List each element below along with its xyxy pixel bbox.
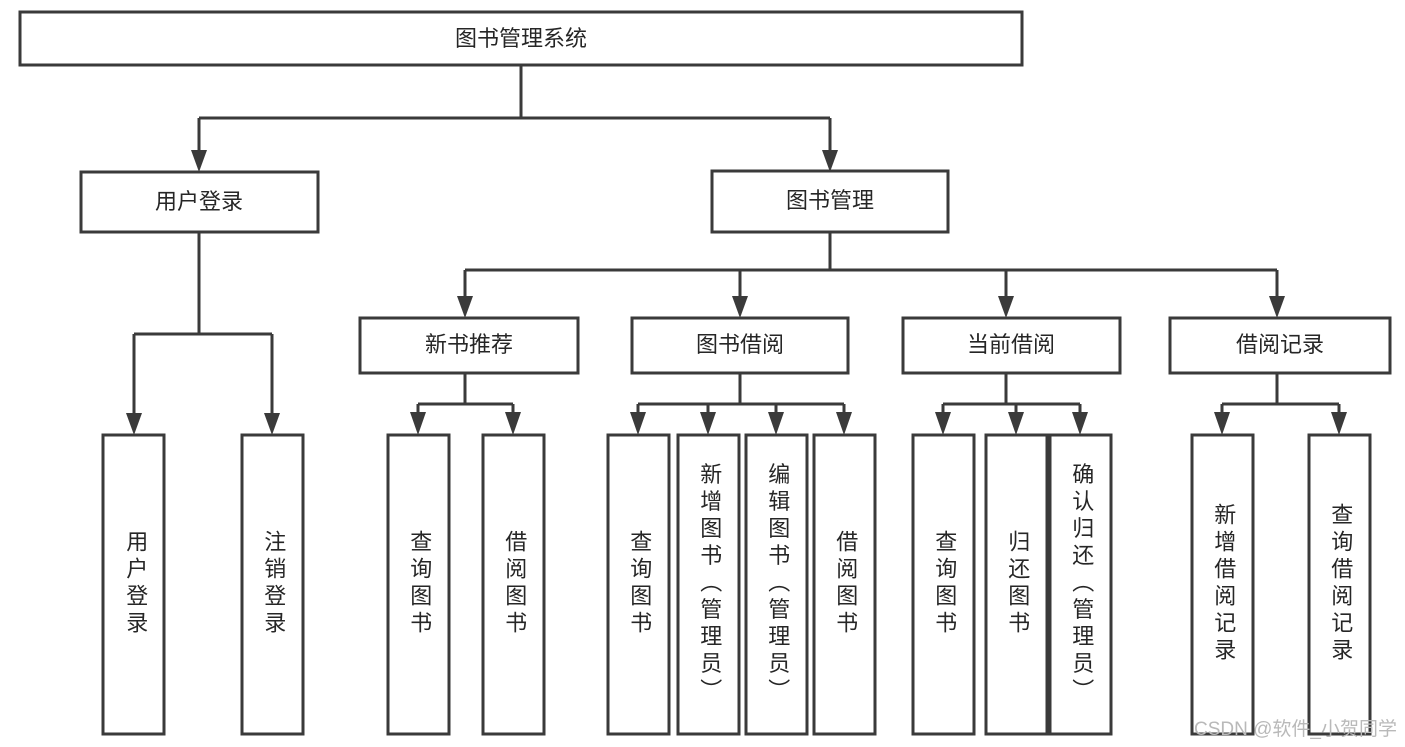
connector-group-book-management [457,232,1285,318]
node-leaf-query-book-3-label: 查询图书 [932,530,957,638]
node-borrow-record[interactable]: 借阅记录 [1168,316,1392,375]
connector-group-borrow-record [1214,373,1347,435]
node-leaf-add-borrow-record[interactable]: 新增借阅记录 [1190,433,1255,736]
node-book-borrow-box[interactable] [630,316,850,375]
arrowhead-leaf-logout-login [264,413,280,435]
node-book-management-label: 图书管理 [786,188,874,213]
arrowhead-current-borrow [998,296,1014,318]
node-leaf-query-borrow-record-label: 查询借阅记录 [1328,503,1353,665]
arrowhead-leaf-add-borrow-record [1214,412,1230,435]
node-leaf-query-book-2-label: 查询图书 [627,530,652,638]
arrowhead-leaf-query-book-1 [410,412,426,435]
node-borrow-record-label: 借阅记录 [1236,332,1324,357]
node-new-book-recommend-box[interactable] [358,316,580,375]
node-leaf-logout-login-box[interactable] [240,433,305,736]
arrowhead-leaf-confirm-return-admin [1072,412,1088,435]
node-leaf-logout-login-label: 注销登录 [261,530,286,638]
node-current-borrow-label: 当前借阅 [967,332,1055,357]
arrowhead-new-book-recommend [457,296,473,318]
node-leaf-query-book-2[interactable]: 查询图书 [606,433,671,736]
node-root-box[interactable] [18,10,1024,67]
arrowhead-leaf-return-book [1008,412,1024,435]
connector-group-book-borrow [630,373,852,435]
connector-group-new-book-recommend [410,373,521,435]
node-new-book-recommend-label: 新书推荐 [425,332,513,357]
node-leaf-edit-book-admin-label: 编辑图书（管理员） [765,463,790,706]
arrowhead-leaf-query-book-2 [630,412,646,435]
node-user-login[interactable]: 用户登录 [79,170,320,234]
node-leaf-borrow-book-2-label: 借阅图书 [833,530,858,638]
arrowhead-leaf-add-book-admin [700,412,716,435]
node-leaf-return-book[interactable]: 归还图书 [984,433,1049,736]
node-borrow-record-box[interactable] [1168,316,1392,375]
node-leaf-edit-book-admin[interactable]: 编辑图书（管理员） [744,433,809,736]
node-leaf-query-book-1-label: 查询图书 [407,530,432,638]
node-book-borrow[interactable]: 图书借阅 [630,316,850,375]
node-leaf-add-book-admin[interactable]: 新增图书（管理员） [676,433,741,736]
node-leaf-query-book-3[interactable]: 查询图书 [911,433,976,736]
node-leaf-return-book-box[interactable] [984,433,1049,736]
node-book-management-box[interactable] [710,169,950,234]
node-leaf-user-login[interactable]: 用户登录 [101,433,166,736]
connector-group-user-login [126,232,280,435]
arrowhead-leaf-query-borrow-record [1331,412,1347,435]
arrowhead-user-login [191,150,207,172]
node-leaf-add-book-admin-label: 新增图书（管理员） [697,463,722,706]
node-leaf-confirm-return-admin-box[interactable] [1048,433,1113,736]
node-user-login-box[interactable] [79,170,320,234]
connector-group-root [191,65,838,172]
node-leaf-borrow-book-2[interactable]: 借阅图书 [812,433,877,736]
arrowhead-leaf-query-book-3 [935,412,951,435]
node-leaf-user-login-box[interactable] [101,433,166,736]
node-root-label: 图书管理系统 [455,26,587,51]
arrowhead-leaf-borrow-book-2 [836,412,852,435]
arrowhead-leaf-edit-book-admin [768,412,784,435]
node-leaf-query-book-3-box[interactable] [911,433,976,736]
node-leaf-borrow-book-1-label: 借阅图书 [502,530,527,638]
node-current-borrow[interactable]: 当前借阅 [901,316,1122,375]
node-leaf-query-book-2-box[interactable] [606,433,671,736]
arrowhead-borrow-record [1269,296,1285,318]
node-leaf-borrow-book-1-box[interactable] [481,433,546,736]
node-current-borrow-box[interactable] [901,316,1122,375]
node-leaf-query-borrow-record-box[interactable] [1307,433,1372,736]
node-leaf-query-book-1-box[interactable] [386,433,451,736]
node-leaf-confirm-return-admin-label: 确认归还（管理员） [1069,463,1094,706]
node-root[interactable]: 图书管理系统 [18,10,1024,67]
node-leaf-add-borrow-record-box[interactable] [1190,433,1255,736]
node-book-borrow-label: 图书借阅 [696,332,784,357]
node-leaf-confirm-return-admin[interactable]: 确认归还（管理员） [1048,433,1113,736]
node-leaf-add-borrow-record-label: 新增借阅记录 [1211,503,1236,665]
node-leaf-add-book-admin-box[interactable] [676,433,741,736]
arrowhead-book-borrow [732,296,748,318]
node-leaf-borrow-book-1[interactable]: 借阅图书 [481,433,546,736]
node-leaf-query-book-1[interactable]: 查询图书 [386,433,451,736]
arrowhead-leaf-user-login [126,413,142,435]
node-new-book-recommend[interactable]: 新书推荐 [358,316,580,375]
node-leaf-logout-login[interactable]: 注销登录 [240,433,305,736]
arrowhead-book-management [822,150,838,172]
node-leaf-user-login-label: 用户登录 [123,530,148,638]
node-leaf-edit-book-admin-box[interactable] [744,433,809,736]
connector-group-current-borrow [935,373,1088,435]
node-leaf-query-borrow-record[interactable]: 查询借阅记录 [1307,433,1372,736]
arrowhead-leaf-borrow-book-1 [505,412,521,435]
node-leaf-return-book-label: 归还图书 [1005,530,1030,638]
node-leaf-borrow-book-2-box[interactable] [812,433,877,736]
node-user-login-label: 用户登录 [155,189,243,214]
node-book-management[interactable]: 图书管理 [710,169,950,234]
